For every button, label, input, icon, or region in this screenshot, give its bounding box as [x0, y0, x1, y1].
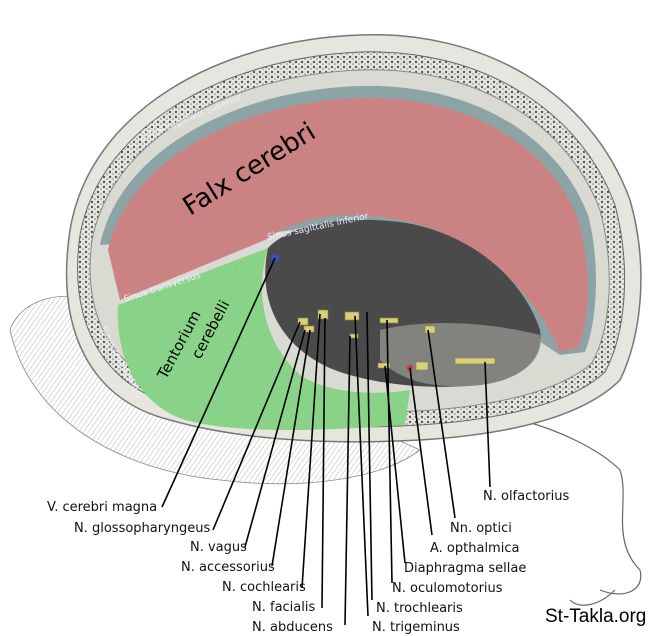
label-n-cochlearis: N. cochlearis	[222, 580, 306, 595]
label-n-glossopharyngeus: N. glossopharyngeus	[74, 521, 211, 536]
label-n-trigeminus: N. trigeminus	[372, 620, 460, 635]
label-a-opthalmica: A. opthalmica	[430, 541, 520, 556]
label-n-facialis: N. facialis	[252, 600, 316, 615]
face-outline	[519, 419, 642, 606]
label-v-cerebri-magna: V. cerebri magna	[47, 500, 158, 515]
label-n-trochlearis: N. trochlearis	[376, 601, 463, 616]
watermark: St-Takla.org	[545, 606, 647, 627]
label-n-vagus: N. vagus	[190, 540, 247, 555]
label-n-abducens: N. abducens	[252, 620, 333, 635]
label-nn-optici: Nn. optici	[450, 521, 512, 536]
label-n-olfactorius: N. olfactorius	[483, 489, 570, 504]
label-n-oculomotorius: N. oculomotorius	[392, 581, 503, 596]
label-diaphragma-sellae: Diaphragma sellae	[404, 561, 527, 576]
label-n-accessorius: N. accessorius	[181, 560, 275, 575]
nerve-stumps	[297, 309, 496, 371]
leader-lines	[161, 257, 491, 626]
